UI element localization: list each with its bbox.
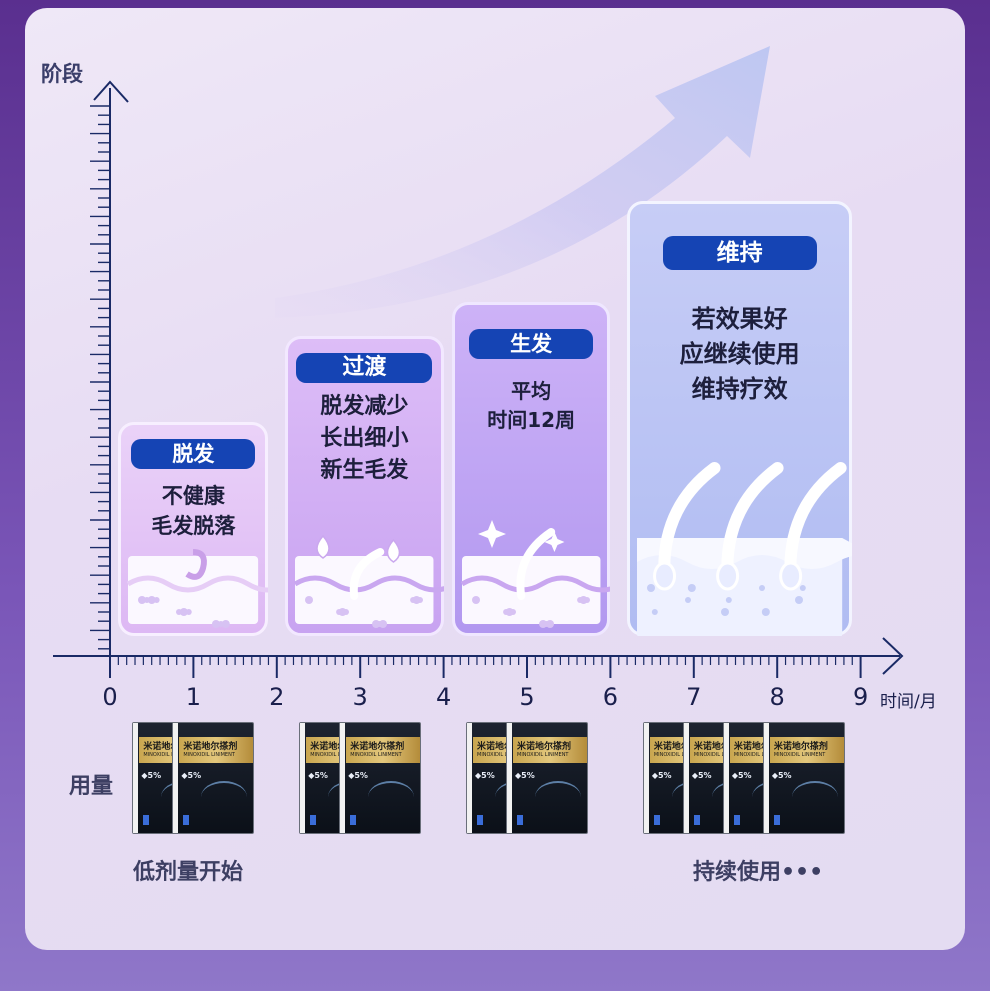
product-english-name: MINOXIDIL LINIMENT bbox=[183, 752, 235, 758]
box-side-strip bbox=[643, 723, 649, 833]
product-concentration: ◆5% bbox=[308, 771, 328, 780]
box-gold-band bbox=[513, 737, 587, 763]
bottle-icon bbox=[733, 815, 740, 825]
x-tick-label: 0 bbox=[102, 683, 118, 711]
y-axis-title: 阶段 bbox=[41, 62, 83, 86]
box-side-strip bbox=[173, 723, 179, 833]
stage-label-2: 过渡 bbox=[296, 353, 433, 383]
product-concentration: ◆5% bbox=[475, 771, 495, 780]
bottle-icon bbox=[653, 815, 660, 825]
product-english-name: MINOXIDIL LINIMENT bbox=[733, 752, 786, 758]
product-concentration: ◆5% bbox=[348, 771, 368, 780]
skin-illustration-icon bbox=[460, 520, 611, 628]
bottle-icon bbox=[183, 815, 190, 825]
box-side-strip bbox=[133, 723, 139, 833]
product-english-name: MINOXIDIL LINIMENT bbox=[143, 752, 195, 758]
hair-wave-icon bbox=[535, 781, 581, 813]
product-concentration: ◆5% bbox=[651, 771, 672, 780]
x-tick-label: 8 bbox=[769, 683, 785, 711]
x-axis-title: 时间/月 bbox=[880, 692, 937, 712]
product-name: 米诺地尔搽剂 bbox=[310, 742, 365, 752]
stage-description-4: 若效果好 应继续使用 维持疗效 bbox=[679, 305, 800, 403]
product-english-name: MINOXIDIL LINIMENT bbox=[653, 752, 706, 758]
start-caption: 低剂量开始 bbox=[133, 860, 244, 885]
skin-illustration-icon bbox=[127, 549, 269, 628]
trend-arrow bbox=[275, 46, 770, 318]
y-axis-arrowhead bbox=[93, 80, 129, 103]
dosage-label: 用量 bbox=[69, 774, 114, 799]
x-tick-label: 2 bbox=[269, 683, 285, 711]
x-tick-label: 9 bbox=[852, 683, 869, 711]
hair-wave-icon bbox=[201, 781, 248, 813]
box-side-strip bbox=[763, 723, 769, 833]
box-side-strip bbox=[683, 723, 689, 833]
product-english-name: MINOXIDIL LINIMENT bbox=[773, 752, 826, 758]
box-gold-band bbox=[346, 737, 421, 763]
stage-box-3: 生发平均 时间12周 bbox=[451, 302, 611, 636]
product-name: 米诺地尔搽剂 bbox=[517, 742, 572, 752]
x-tick-label: 3 bbox=[352, 683, 368, 711]
box-gold-band bbox=[179, 737, 254, 763]
product-concentration: ◆5% bbox=[771, 771, 792, 780]
stage-description-3: 平均 时间12周 bbox=[487, 379, 576, 432]
skin-illustration-icon bbox=[637, 462, 853, 636]
box-side-strip bbox=[300, 723, 306, 833]
bottle-icon bbox=[693, 815, 700, 825]
skin-illustration-icon bbox=[293, 534, 444, 628]
box-side-strip bbox=[340, 723, 346, 833]
x-tick-label: 1 bbox=[185, 683, 202, 711]
bottle-icon bbox=[310, 815, 317, 825]
timeline-chart bbox=[53, 46, 904, 678]
box-side-strip bbox=[507, 723, 512, 833]
product-english-name: MINOXIDIL LINIMENT bbox=[517, 752, 569, 758]
stage-label-4: 维持 bbox=[662, 236, 817, 270]
box-gold-band bbox=[769, 737, 844, 763]
stage-description-2: 脱发减少 长出细小 新生毛发 bbox=[320, 394, 409, 483]
stage-label-1: 脱发 bbox=[131, 439, 256, 469]
product-english-name: MINOXIDIL LINIMENT bbox=[310, 752, 362, 758]
product-name: 米诺地尔搽剂 bbox=[693, 742, 748, 752]
product-name: 米诺地尔搽剂 bbox=[773, 742, 828, 752]
product-name: 米诺地尔搽剂 bbox=[653, 742, 708, 752]
box-side-strip bbox=[723, 723, 729, 833]
product-english-name: MINOXIDIL LINIMENT bbox=[350, 752, 402, 758]
bottle-icon bbox=[350, 815, 357, 825]
product-name: 米诺地尔搽剂 bbox=[183, 742, 238, 752]
stage-description-1: 不健康 毛发脱落 bbox=[151, 484, 236, 539]
stage-label-3: 生发 bbox=[469, 329, 594, 359]
product-concentration: ◆5% bbox=[515, 771, 535, 780]
product-concentration: ◆5% bbox=[731, 771, 752, 780]
x-axis-arrowhead bbox=[882, 637, 904, 675]
product-concentration: ◆5% bbox=[141, 771, 162, 780]
x-tick-label: 6 bbox=[602, 683, 619, 711]
continue-caption: 持续使用••• bbox=[693, 860, 824, 885]
product-name: 米诺地尔搽剂 bbox=[350, 742, 405, 752]
x-tick-label: 7 bbox=[686, 683, 702, 711]
product-name: 米诺地尔搽剂 bbox=[143, 742, 198, 752]
bottle-icon bbox=[517, 815, 523, 825]
stage-box-1: 脱发不健康 毛发脱落 bbox=[118, 422, 269, 636]
bottle-icon bbox=[773, 815, 780, 825]
product-name: 米诺地尔搽剂 bbox=[733, 742, 788, 752]
bottle-icon bbox=[143, 815, 150, 825]
stage-box-4: 维持若效果好 应继续使用 维持疗效 bbox=[627, 201, 853, 636]
product-name: 米诺地尔搽剂 bbox=[477, 742, 532, 752]
hair-wave-icon bbox=[368, 781, 415, 813]
box-side-strip bbox=[467, 723, 472, 833]
product-english-name: MINOXIDIL LINIMENT bbox=[693, 752, 746, 758]
hair-wave-icon bbox=[791, 781, 838, 813]
bottle-icon bbox=[477, 815, 483, 825]
stage-box-2: 过渡脱发减少 长出细小 新生毛发 bbox=[285, 336, 444, 636]
x-tick-label: 5 bbox=[519, 683, 535, 711]
product-english-name: MINOXIDIL LINIMENT bbox=[477, 752, 529, 758]
x-tick-label: 4 bbox=[435, 683, 452, 711]
product-concentration: ◆5% bbox=[181, 771, 202, 780]
product-concentration: ◆5% bbox=[691, 771, 712, 780]
